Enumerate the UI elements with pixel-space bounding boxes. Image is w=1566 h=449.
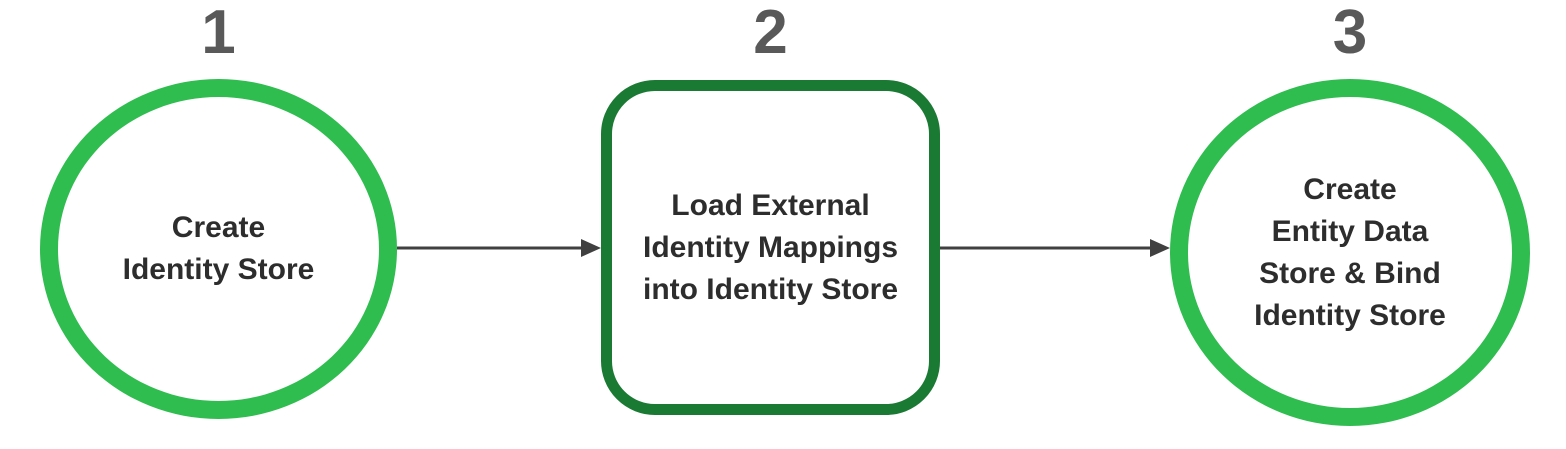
step-3-label-line: Create — [1303, 172, 1397, 206]
step-1-label-line: Create — [171, 211, 266, 244]
step-3-label-line: Store & Bind — [1259, 256, 1441, 290]
step-2-label-line: into Identity Store — [643, 272, 898, 306]
step-1-label: Create Identity Store — [123, 207, 315, 291]
arrow-right-icon — [397, 239, 601, 257]
arrow-right-icon — [940, 239, 1170, 257]
step-3-number: 3 — [1332, 0, 1368, 67]
step-3-circle: Create Entity Data Store & Bind Identity… — [1170, 79, 1530, 426]
step-2-label: Load External Identity Mappings into Ide… — [643, 185, 898, 311]
step-2-label-line: Load External — [671, 188, 870, 222]
step-2-box: Load External Identity Mappings into Ide… — [601, 80, 940, 415]
step-2-label-line: Identity Mappings — [643, 230, 898, 264]
step-1-circle: Create Identity Store — [40, 79, 397, 419]
step-3-label-line: Identity Store — [1254, 298, 1446, 332]
step-1-number: 1 — [201, 0, 236, 67]
step-3-label-line: Entity Data — [1271, 214, 1429, 248]
step-3-label: Create Entity Data Store & Bind Identity… — [1254, 169, 1446, 337]
step-1-label-line: Identity Store — [122, 253, 315, 286]
step-2-number: 2 — [753, 0, 788, 67]
